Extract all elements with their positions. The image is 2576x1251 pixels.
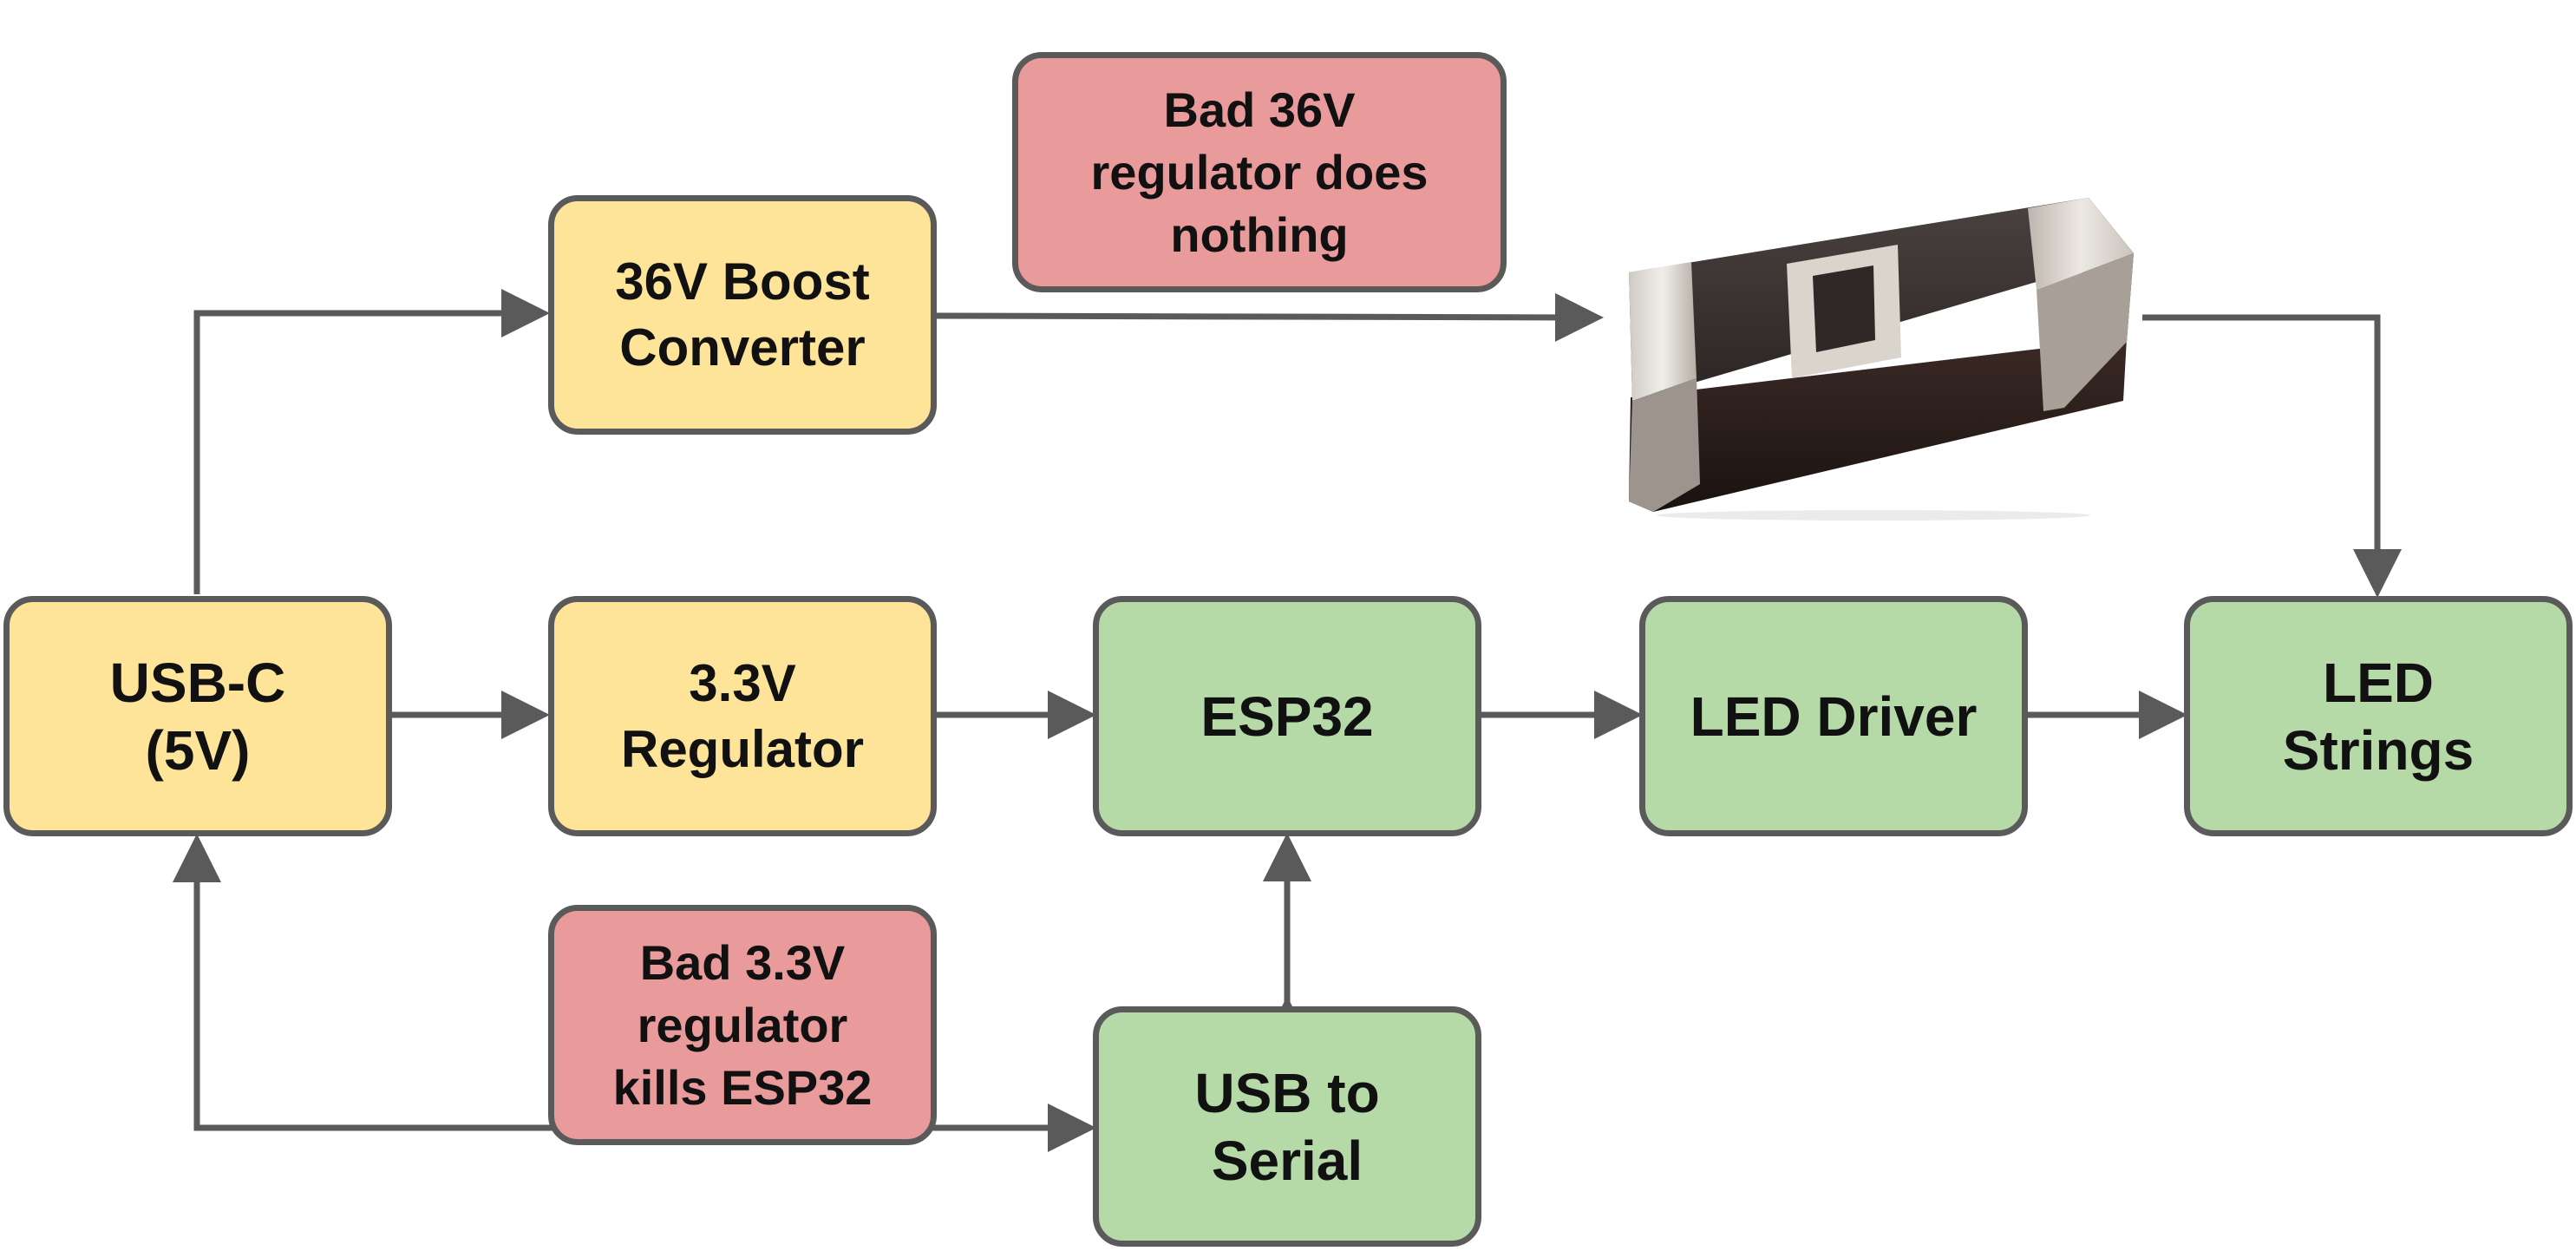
usb-c-label: USB-C (5V) (109, 651, 286, 782)
usb-c-block: USB-C (5V) (3, 596, 392, 836)
edge-boost-to-photo (936, 292, 1604, 342)
regulator-3v3-block: 3.3V Regulator (548, 596, 937, 836)
bad-33v-note-label: Bad 3.3V regulator kills ESP32 (612, 934, 873, 1115)
led-strings-block: LED Strings (2184, 596, 2573, 836)
edge-usbc-to-boost (193, 289, 550, 594)
usb-to-serial-label: USB to Serial (1194, 1061, 1380, 1192)
usb-to-serial-block: USB to Serial (1093, 1006, 1481, 1247)
esp32-block: ESP32 (1093, 596, 1481, 836)
esp32-label: ESP32 (1200, 684, 1374, 748)
led-strings-label: LED Strings (2282, 651, 2475, 782)
bad-36v-note: Bad 36V regulator does nothing (1012, 52, 1507, 292)
smd-resistor-photo (1629, 198, 2134, 521)
edge-loop-to-usbc (173, 834, 555, 1131)
regulator-3v3-label: 3.3V Regulator (620, 653, 865, 778)
led-driver-block: LED Driver (1639, 596, 2028, 836)
boost-converter-block: 36V Boost Converter (548, 195, 937, 435)
bad-36v-note-label: Bad 36V regulator does nothing (1090, 82, 1429, 262)
led-driver-label: LED Driver (1690, 684, 1978, 748)
boost-converter-label: 36V Boost Converter (615, 252, 870, 377)
edge-photo-to-led-strings (2142, 314, 2402, 598)
bad-33v-note: Bad 3.3V regulator kills ESP32 (548, 905, 937, 1145)
